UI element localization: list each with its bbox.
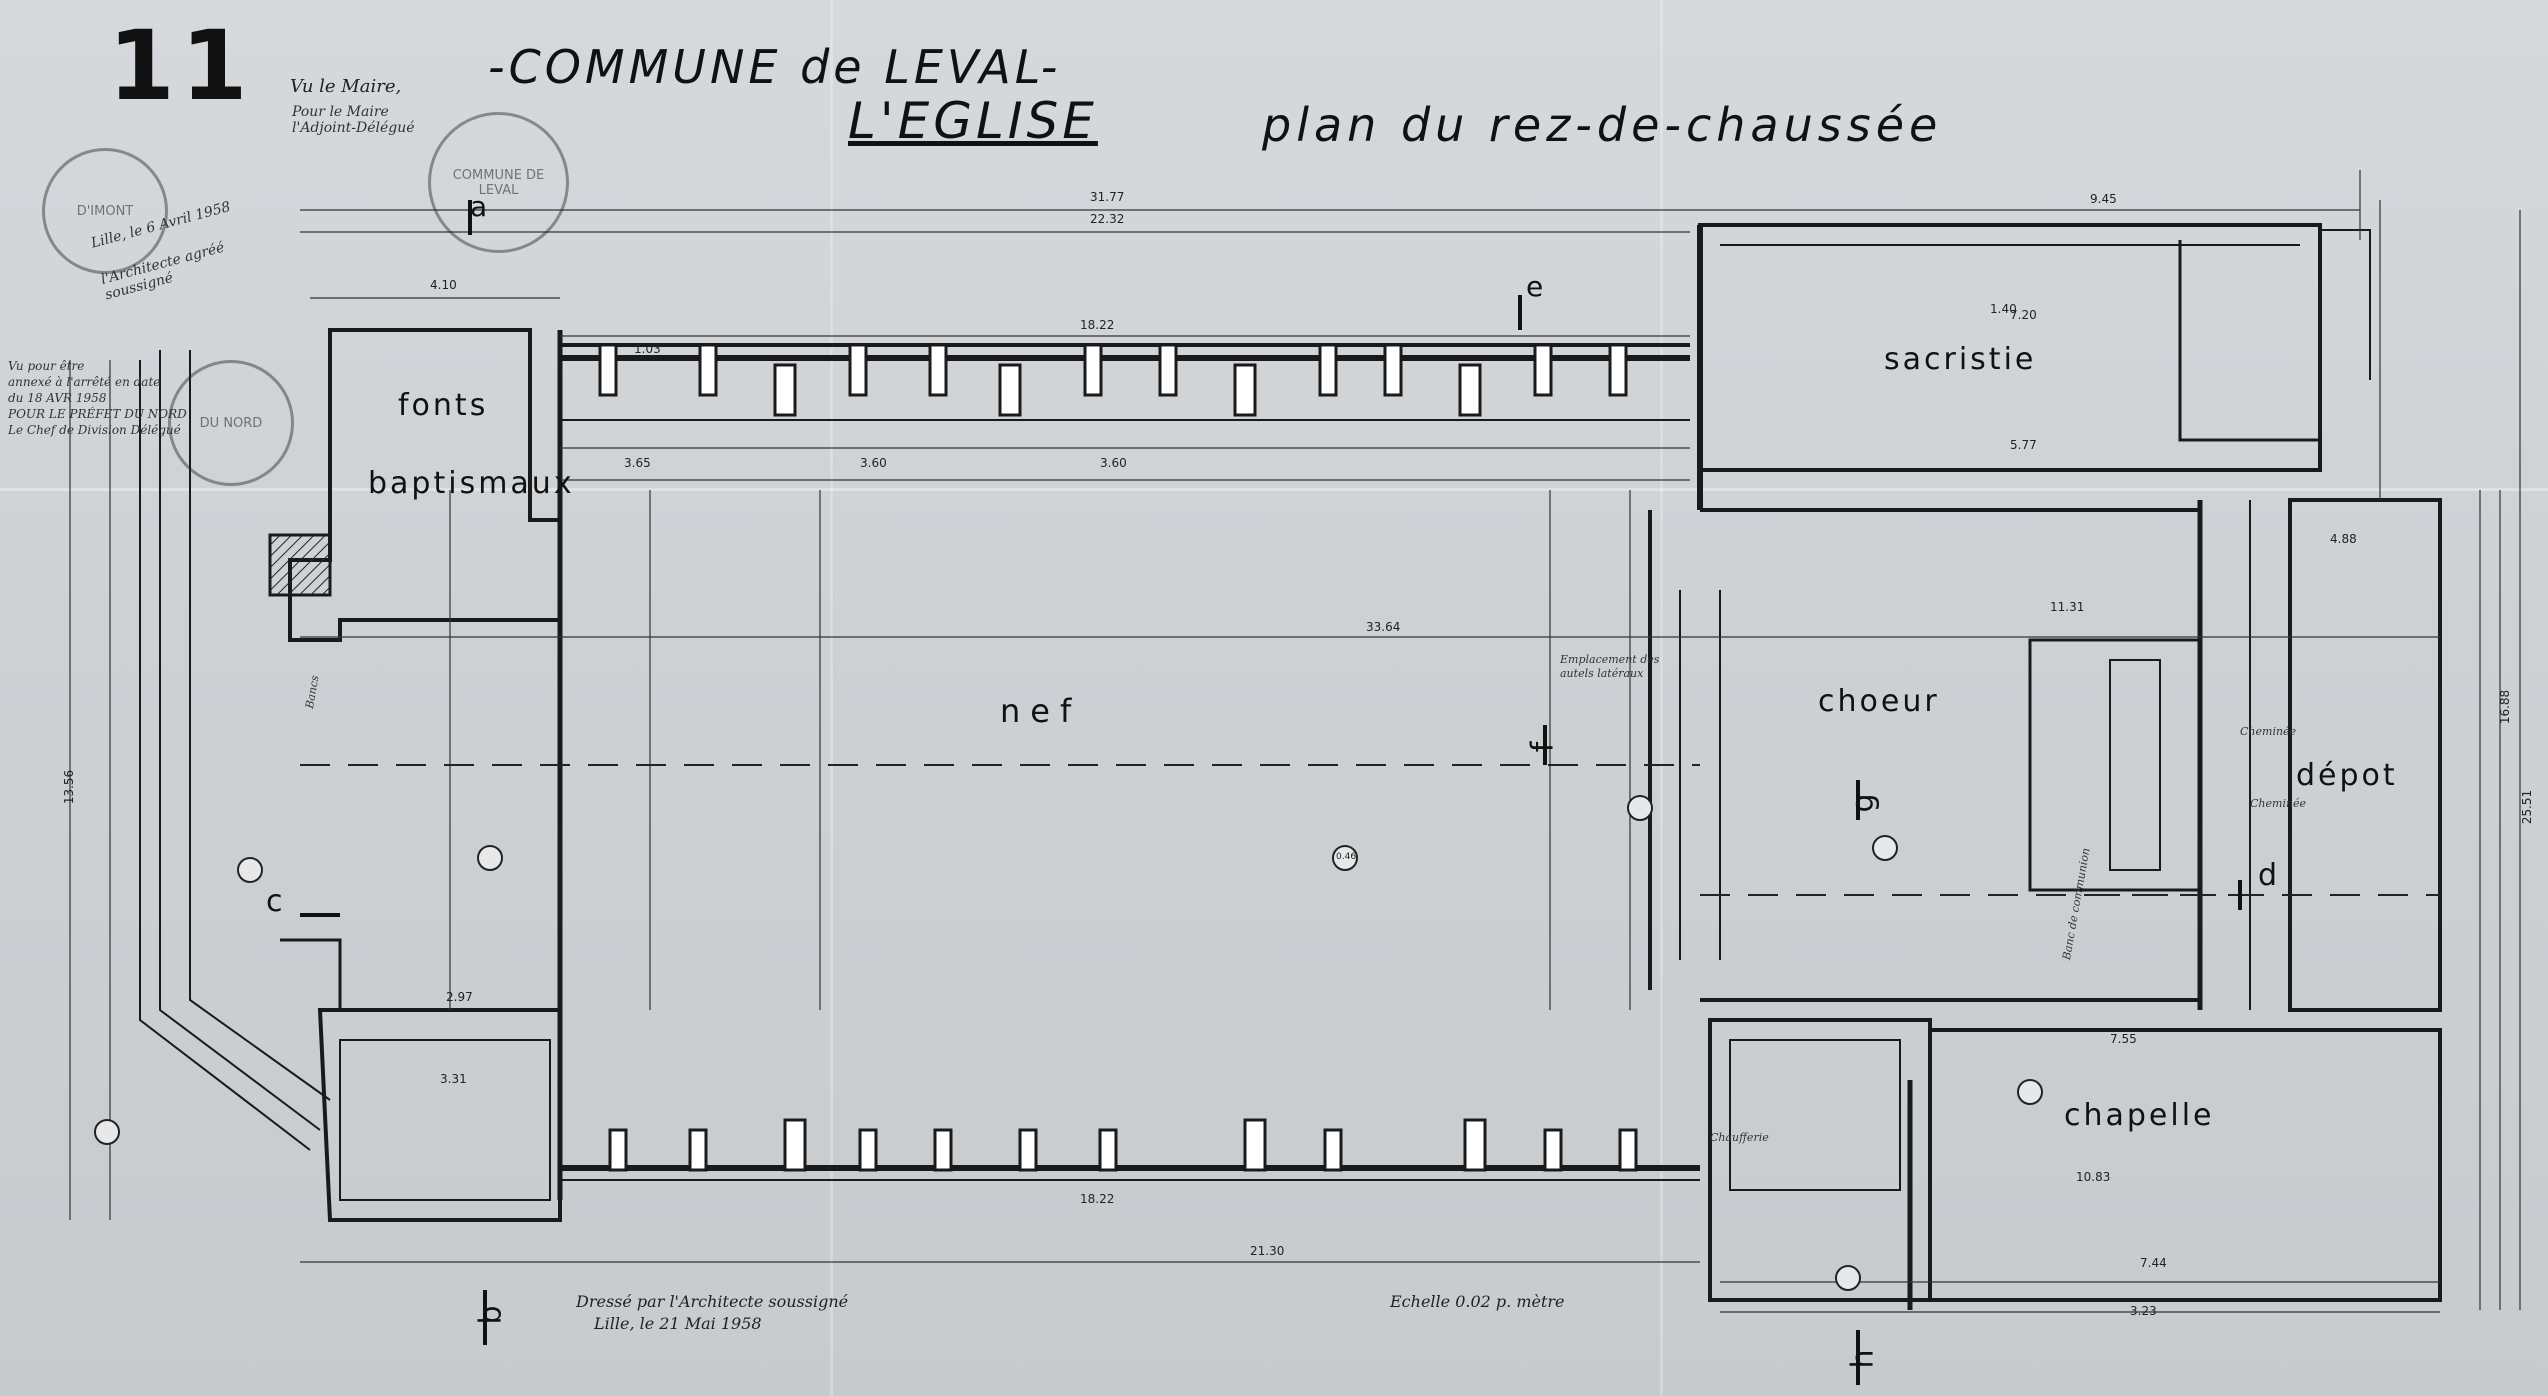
- mairie-stamp: D'IMONT: [42, 148, 168, 274]
- building-title: L'EGLISE: [848, 92, 1098, 150]
- dim-bay-b: 3.60: [1100, 456, 1127, 470]
- dim-depot-width: 4.88: [2330, 532, 2357, 546]
- depot-note-1: Cheminée: [2240, 725, 2297, 738]
- fold-crease: [0, 488, 2548, 491]
- dim-nave-wall-south: 18.22: [1080, 1192, 1115, 1206]
- dim-tower-inner: 3.31: [440, 1072, 467, 1086]
- commune-title: -COMMUNE de LEVAL-: [488, 40, 1062, 94]
- dim-far-right: 25.51: [2520, 789, 2535, 825]
- dim-choir-inner: 5.77: [2010, 438, 2037, 452]
- depot-note-2: Cheminée: [2250, 797, 2307, 810]
- dim-bay-a: 3.65: [624, 456, 651, 470]
- dim-nave-span: 33.64: [1366, 620, 1401, 634]
- fold-crease: [830, 0, 833, 1396]
- room-label-nef: nef: [1000, 692, 1082, 730]
- chapelle-stair-walls: [1708, 1018, 1932, 1302]
- prefect-line4: POUR LE PRÉFET DU NORD: [8, 407, 187, 421]
- dim-sacristie-width: 9.45: [2090, 192, 2117, 206]
- choir-note-1: Emplacement des: [1560, 653, 1660, 666]
- room-label-baptismaux: baptismaux: [368, 466, 575, 501]
- stair-note: Chaufferie: [1710, 1131, 1769, 1144]
- depot-walls: [2288, 498, 2442, 1012]
- room-label-depot: dépot: [2296, 758, 2398, 793]
- dim-tower-width: 2.97: [446, 990, 473, 1004]
- dim-sacristie-inner: 7.20: [2010, 308, 2037, 322]
- dim-bottom-total: 21.30: [1250, 1244, 1285, 1258]
- chapelle-walls: [1928, 1028, 2442, 1302]
- sheet-number: 11: [108, 10, 254, 122]
- dim-nave-top: 22.32: [1090, 212, 1125, 226]
- dim-overall-top: 31.77: [1090, 190, 1125, 204]
- dim-choir-width: 11.31: [2050, 600, 2085, 614]
- prefecture-stamp: DU NORD: [168, 360, 294, 486]
- dim-pier: 1.03: [634, 342, 661, 356]
- room-label-fonts: fonts: [398, 388, 489, 423]
- drawn-by-note: Dressé par l'Architecte soussigné: [576, 1292, 849, 1311]
- section-mark-d: d: [2258, 858, 2281, 893]
- section-mark-f: f: [1525, 738, 1561, 753]
- section-mark-e: e: [1526, 270, 1547, 303]
- room-label-choeur: choeur: [1818, 684, 1940, 719]
- dim-nave-bay: 3.60: [860, 456, 887, 470]
- level-cote: 0.46: [1336, 852, 1357, 862]
- choeur-walls: [1700, 508, 2202, 1002]
- tower-walls: [317, 1008, 562, 1222]
- choir-note-2: autels latéraux: [1560, 667, 1644, 680]
- dim-chapel-inner-2: 7.44: [2140, 1256, 2167, 1270]
- mayor-delegate: Pour le Maire l'Adjoint-Délégué: [292, 104, 415, 136]
- plan-subtitle: plan du rez-de-chaussée: [1262, 98, 1943, 152]
- drawn-date-note: Lille, le 21 Mai 1958: [594, 1314, 762, 1333]
- dim-chapel-inner: 10.83: [2076, 1170, 2111, 1184]
- prefect-line3: du 18 AVR 1958: [8, 391, 107, 405]
- dim-right-total: 16.88: [2498, 689, 2513, 725]
- section-mark-h: h: [1845, 1346, 1881, 1369]
- scale-note: Echelle 0.02 p. mètre: [1390, 1292, 1565, 1311]
- dim-nave-wall: 18.22: [1080, 318, 1115, 332]
- prefect-line5: Le Chef de Division Délégué: [8, 423, 181, 437]
- section-mark-g: g: [1845, 790, 1881, 813]
- dim-left-total: 13.56: [62, 769, 77, 805]
- section-mark-b: b: [473, 1302, 509, 1325]
- dim-bottom-right: 3.23: [2130, 1304, 2157, 1318]
- section-mark-c: c: [266, 884, 286, 919]
- dim-fonts-width: 4.10: [430, 278, 457, 292]
- dim-chapel-width: 7.55: [2110, 1032, 2137, 1046]
- mayor-signature: Vu le Maire,: [290, 76, 402, 97]
- dim-choir-bay: 1.40: [1990, 302, 2017, 316]
- commune-stamp: COMMUNE DE LEVAL: [428, 112, 569, 253]
- prefect-line2: annexé à l'arrêté en date: [8, 375, 161, 389]
- room-label-sacristie: sacristie: [1884, 342, 2037, 377]
- prefect-line1: Vu pour être: [8, 359, 85, 373]
- section-mark-a: a: [470, 190, 491, 223]
- room-label-chapelle: chapelle: [2064, 1098, 2215, 1133]
- fold-crease: [1660, 0, 1663, 1396]
